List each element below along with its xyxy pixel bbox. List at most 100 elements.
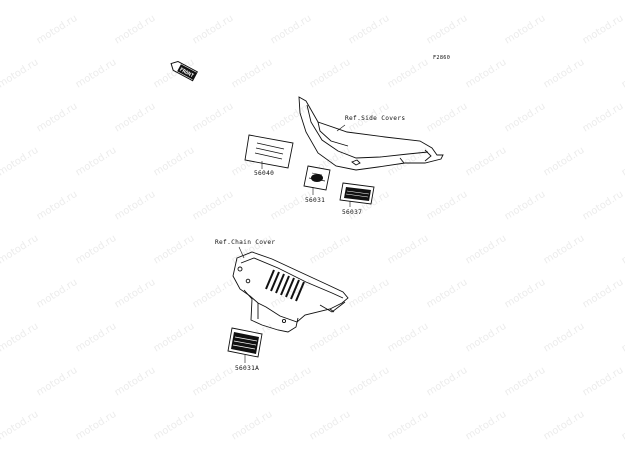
watermark-text: motod.ru	[191, 13, 236, 47]
watermark-text: motod.ru	[113, 13, 158, 47]
watermark-text: motod.ru	[230, 57, 275, 91]
chain-cover-ribs	[265, 269, 305, 302]
watermark-text: motod.ru	[191, 365, 236, 399]
watermark-text: motod.ru	[347, 277, 392, 311]
chain-cover-drawing	[232, 251, 349, 333]
watermark-text: motod.ru	[308, 321, 353, 355]
watermark-text: motod.ru	[620, 321, 625, 355]
watermark-text: motod.ru	[35, 13, 80, 47]
watermark-text: motod.ru	[152, 0, 197, 3]
watermark-text: motod.ru	[425, 277, 470, 311]
watermark-text: motod.ru	[503, 101, 548, 135]
watermark-text: motod.ru	[464, 233, 509, 267]
watermark-text: motod.ru	[35, 365, 80, 399]
chain-cover-leader	[238, 246, 245, 259]
watermark-text: motod.ru	[620, 57, 625, 91]
watermark-text: motod.ru	[425, 101, 470, 135]
watermark-text: motod.ru	[503, 365, 548, 399]
watermark-text: motod.ru	[386, 0, 431, 3]
decal-56037-drawing	[339, 182, 375, 205]
watermark-text: motod.ru	[464, 321, 509, 355]
decal-56031-drawing	[303, 165, 331, 191]
label-56037: 56037	[342, 209, 362, 216]
watermark-text: motod.ru	[503, 277, 548, 311]
watermark-text: motod.ru	[581, 189, 625, 223]
watermark-text: motod.ru	[464, 145, 509, 179]
watermark-text: motod.ru	[0, 101, 1, 135]
watermark-text: motod.ru	[581, 101, 625, 135]
watermark-text: motod.ru	[581, 365, 625, 399]
watermark-text: motod.ru	[113, 189, 158, 223]
watermark-text: motod.ru	[386, 233, 431, 267]
watermark-text: motod.ru	[620, 0, 625, 3]
watermark-text: motod.ru	[581, 277, 625, 311]
watermark-text: motod.ru	[464, 57, 509, 91]
watermark-text: motod.ru	[152, 409, 197, 443]
watermark-text: motod.ru	[191, 101, 236, 135]
watermark-text: motod.ru	[308, 0, 353, 3]
watermark-text: motod.ru	[0, 145, 40, 179]
watermark-text: motod.ru	[74, 0, 119, 3]
watermark-text: motod.ru	[425, 189, 470, 223]
watermark-text: motod.ru	[269, 13, 314, 47]
label-ref-side-covers: Ref.Side Covers	[345, 115, 405, 122]
watermark-text: motod.ru	[0, 321, 40, 355]
watermark-text: motod.ru	[0, 409, 40, 443]
watermark-text: motod.ru	[308, 409, 353, 443]
watermark-text: motod.ru	[347, 13, 392, 47]
watermark-text: motod.ru	[542, 409, 587, 443]
watermark-text: motod.ru	[386, 57, 431, 91]
watermark-text: motod.ru	[620, 233, 625, 267]
watermark-text: motod.ru	[0, 277, 1, 311]
watermark-text: motod.ru	[425, 13, 470, 47]
watermark-text: motod.ru	[0, 365, 1, 399]
watermark-text: motod.ru	[386, 321, 431, 355]
watermark-text: motod.ru	[0, 57, 40, 91]
watermark-text: motod.ru	[35, 101, 80, 135]
watermark-text: motod.ru	[74, 145, 119, 179]
watermark-text: motod.ru	[35, 277, 80, 311]
side-covers-leader	[336, 124, 346, 132]
watermark-text: motod.ru	[230, 0, 275, 3]
watermark-text: motod.ru	[74, 233, 119, 267]
watermark-text: motod.ru	[191, 277, 236, 311]
watermark-text: motod.ru	[425, 365, 470, 399]
watermark-text: motod.ru	[0, 13, 1, 47]
watermark-text: motod.ru	[620, 145, 625, 179]
watermark-text: motod.ru	[464, 409, 509, 443]
label-56031: 56031	[305, 197, 325, 204]
label-56031A: 56031A	[235, 365, 259, 372]
watermark-text: motod.ru	[113, 101, 158, 135]
watermark-text: motod.ru	[35, 189, 80, 223]
watermark-text: motod.ru	[542, 0, 587, 3]
watermark-text: motod.ru	[386, 409, 431, 443]
watermark-text: motod.ru	[152, 321, 197, 355]
watermark-text: motod.ru	[386, 145, 431, 179]
watermark-text: motod.ru	[0, 233, 40, 267]
watermark-text: motod.ru	[113, 277, 158, 311]
watermark-text: motod.ru	[191, 189, 236, 223]
watermark-layer: motod.ru motod.ru motod.ru motod.ru motod.ru…	[0, 0, 625, 443]
watermark-text: motod.ru	[347, 365, 392, 399]
watermark-text: motod.ru	[113, 365, 158, 399]
decal-56031A-drawing	[227, 327, 263, 358]
watermark-text: motod.ru	[230, 409, 275, 443]
label-ref-chain-cover: Ref.Chain Cover	[215, 239, 275, 246]
watermark-text: motod.ru	[152, 233, 197, 267]
watermark-text: motod.ru	[542, 57, 587, 91]
watermark-text: motod.ru	[74, 409, 119, 443]
watermark-text: motod.ru	[269, 365, 314, 399]
watermark-text: motod.ru	[542, 145, 587, 179]
watermark-text: motod.ru	[542, 321, 587, 355]
watermark-text: motod.ru	[269, 189, 314, 223]
watermark-text: motod.ru	[0, 189, 1, 223]
watermark-text: motod.ru	[503, 13, 548, 47]
watermark-text: motod.ru	[503, 189, 548, 223]
label-56040: 56040	[254, 170, 274, 177]
decal-56040-drawing	[244, 134, 294, 169]
watermark-text: motod.ru	[620, 409, 625, 443]
diagram-code: F2860	[433, 55, 450, 61]
watermark-text: motod.ru	[74, 321, 119, 355]
watermark-text: motod.ru	[581, 13, 625, 47]
